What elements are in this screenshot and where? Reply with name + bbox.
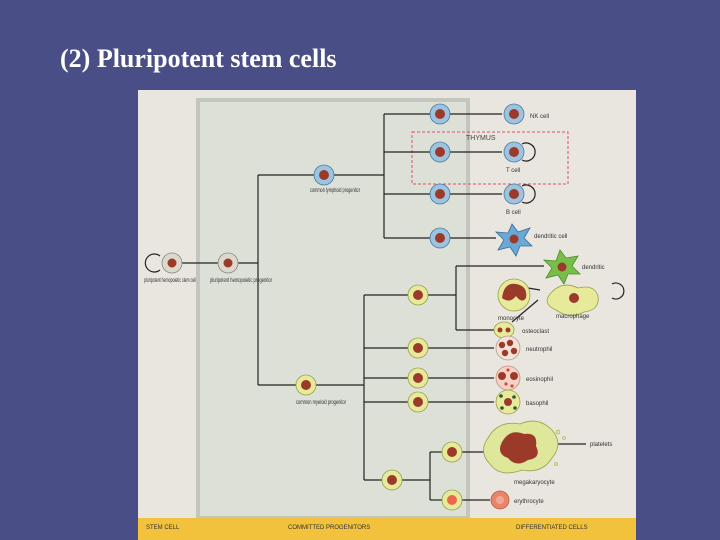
erythrocyte-cell: [490, 490, 510, 510]
neutrophil-label: neutrophil: [526, 347, 552, 353]
thymus-label: THYMUS: [466, 135, 496, 142]
progenitor-panel: [196, 98, 470, 520]
t-cell-label: T cell: [506, 168, 520, 174]
thymus-box: [411, 131, 569, 185]
self-renewal-arrows: [144, 142, 625, 300]
t-cell: [503, 141, 525, 163]
megakaryocyte-label: megakaryocyte: [514, 480, 555, 486]
myeloid-precursor-cells: [381, 284, 463, 511]
dendritic-cell-label: dendritic cell: [534, 234, 567, 240]
megakaryocyte-cell: [483, 420, 566, 474]
macrophage-label: macrophage: [556, 314, 590, 320]
footer-differentiated-label: DIFFERENTIATED CELLS: [516, 525, 588, 531]
footer-stem-label: STEM CELL: [146, 525, 180, 531]
neutrophil-cell: [495, 335, 521, 361]
b-cell-label: B cell: [506, 210, 521, 216]
dendritic-cell-blue: [494, 223, 533, 257]
stem-cell-label: pluripotent hemopoietic stem cell: [144, 278, 196, 284]
b-cell: [503, 183, 525, 205]
basophil-cell: [495, 389, 521, 415]
basophil-label: basophil: [526, 401, 548, 407]
nk-cell-label: NK cell: [530, 114, 549, 120]
osteoclast-cell: [493, 321, 515, 339]
dendritic-cell-green: [542, 249, 581, 285]
hematopoiesis-figure: THYMUS: [138, 90, 636, 540]
platelets-label: platelets: [590, 442, 612, 448]
myeloid-progenitor-label: common myeloid progenitor: [296, 400, 346, 406]
lymphoid-progenitor-label: common lymphoid progenitor: [310, 188, 360, 194]
connector-lines: [182, 113, 586, 501]
footer-band: STEM CELL COMMITTED PROGENITORS DIFFEREN…: [138, 518, 636, 540]
nk-cell: [503, 103, 525, 125]
lymphoid-precursor-cells: [429, 103, 451, 249]
myeloid-progenitor-cell: [295, 374, 317, 396]
footer-committed-label: COMMITTED PROGENITORS: [288, 525, 370, 531]
erythrocyte-label: erythrocyte: [514, 499, 544, 505]
macrophage-cell: [546, 284, 599, 316]
lymphoid-progenitor-cell: [313, 164, 335, 186]
progenitor-label: pluripotent hemopoietic progenitor: [210, 278, 272, 284]
eosinophil-label: eosinophil: [526, 377, 553, 383]
monocyte: [497, 278, 531, 312]
dendritic-label: dendritic: [582, 265, 605, 271]
progenitor-cell: [217, 252, 239, 274]
osteoclast-label: osteoclast: [522, 329, 549, 335]
monocyte-label: monocyte: [498, 316, 525, 322]
slide-title: (2) Pluripotent stem cells: [60, 44, 337, 73]
eosinophil-cell: [495, 365, 521, 391]
stem-cell: [161, 252, 183, 274]
